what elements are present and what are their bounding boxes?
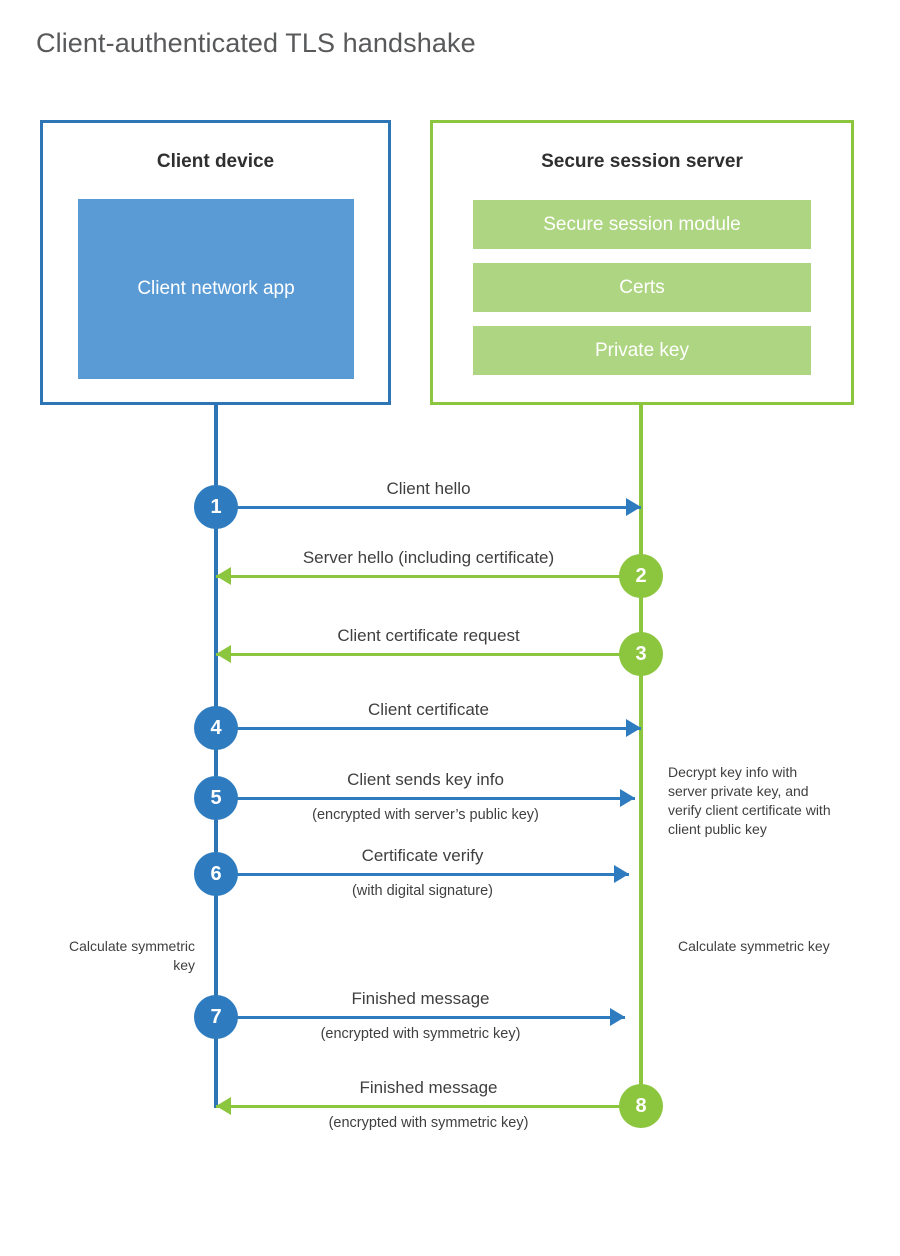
step-circle-1[interactable]: 1 bbox=[194, 485, 238, 529]
arrow-head-4 bbox=[626, 719, 641, 737]
step-circle-5[interactable]: 5 bbox=[194, 776, 238, 820]
message-arrow-4 bbox=[216, 727, 641, 730]
arrow-head-6 bbox=[614, 865, 629, 883]
step-circle-7[interactable]: 7 bbox=[194, 995, 238, 1039]
step-circle-8[interactable]: 8 bbox=[619, 1084, 663, 1128]
step-circle-4[interactable]: 4 bbox=[194, 706, 238, 750]
secure-session-server-box: Secure session server Secure session mod… bbox=[430, 120, 854, 405]
arrow-head-5 bbox=[620, 789, 635, 807]
annotation-client-calculate-symmetric-key: Calculate symmetric key bbox=[68, 938, 195, 973]
annotation-server-decrypt: Decrypt key info with server private key… bbox=[668, 764, 831, 837]
message-sublabel-7: (encrypted with symmetric key) bbox=[320, 1026, 521, 1042]
message-label-8: Finished message bbox=[359, 1078, 498, 1097]
arrow-head-7 bbox=[610, 1008, 625, 1026]
arrow-head-1 bbox=[626, 498, 641, 516]
message-label-1: Client hello bbox=[386, 479, 471, 498]
server-component-certs: Certs bbox=[473, 263, 811, 312]
page-title: Client-authenticated TLS handshake bbox=[36, 28, 476, 58]
message-label-5: Client sends key info bbox=[347, 770, 504, 789]
message-arrow-8 bbox=[216, 1105, 641, 1108]
annotation-server-calculate-symmetric-key: Calculate symmetric key bbox=[678, 938, 830, 954]
arrow-head-2 bbox=[216, 567, 231, 585]
arrow-head-3 bbox=[216, 645, 231, 663]
server-component-secure-session-module: Secure session module bbox=[473, 200, 811, 249]
message-label-2: Server hello (including certificate) bbox=[302, 548, 555, 567]
message-label-6: Certificate verify bbox=[361, 846, 484, 865]
message-arrow-3 bbox=[216, 653, 641, 656]
client-lifeline bbox=[214, 405, 218, 1108]
message-sublabel-5: (encrypted with server’s public key) bbox=[312, 807, 539, 823]
client-network-app-block: Client network app bbox=[78, 199, 354, 379]
message-sublabel-6: (with digital signature) bbox=[351, 883, 494, 899]
message-sublabel-8: (encrypted with symmetric key) bbox=[328, 1115, 529, 1131]
message-arrow-6 bbox=[216, 873, 629, 876]
message-arrow-1 bbox=[216, 506, 641, 509]
step-circle-3[interactable]: 3 bbox=[619, 632, 663, 676]
message-label-3: Client certificate request bbox=[337, 626, 520, 645]
client-device-title: Client device bbox=[156, 151, 275, 172]
server-component-private-key: Private key bbox=[473, 326, 811, 375]
server-lifeline bbox=[639, 405, 643, 1106]
message-arrow-2 bbox=[216, 575, 641, 578]
step-circle-2[interactable]: 2 bbox=[619, 554, 663, 598]
arrow-head-8 bbox=[216, 1097, 231, 1115]
client-device-box: Client device Client network app bbox=[40, 120, 391, 405]
message-label-4: Client certificate bbox=[368, 700, 489, 719]
secure-session-server-title: Secure session server bbox=[541, 151, 743, 172]
message-label-7: Finished message bbox=[351, 989, 490, 1008]
step-circle-6[interactable]: 6 bbox=[194, 852, 238, 896]
message-arrow-7 bbox=[216, 1016, 625, 1019]
message-arrow-5 bbox=[216, 797, 635, 800]
